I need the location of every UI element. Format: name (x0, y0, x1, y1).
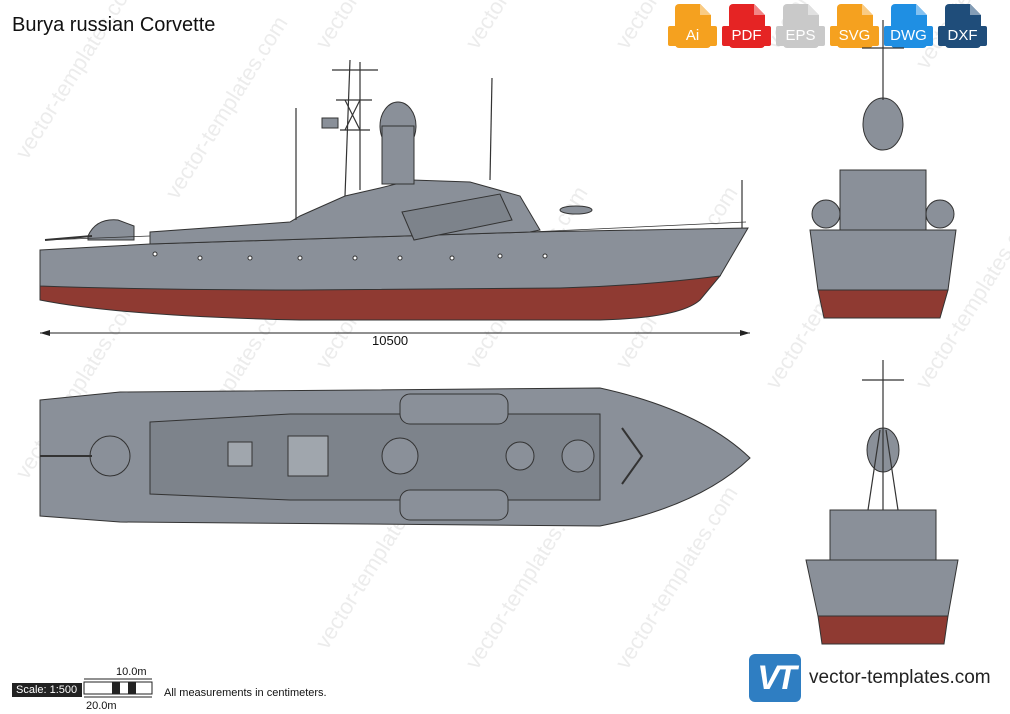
format-dwg-button[interactable]: DWG (884, 4, 933, 52)
rear-mast (862, 360, 904, 511)
rear-view (805, 360, 959, 645)
top-hatch-large (287, 435, 329, 477)
format-svg-button[interactable]: SVG (830, 4, 879, 52)
format-ai-button[interactable]: Ai (668, 4, 717, 52)
front-radar-dome (862, 97, 904, 151)
format-label: SVG (830, 26, 879, 46)
brand-text: vector-templates.com (809, 667, 991, 688)
format-label: DWG (884, 26, 933, 46)
side-hull (39, 227, 749, 291)
portholes (152, 251, 548, 261)
side-mast (295, 59, 743, 228)
format-label: EPS (776, 26, 825, 46)
scale-ten: 10.0m (116, 666, 147, 678)
length-dimension: 10500 (372, 333, 409, 348)
page-title: Burya russian Corvette (12, 14, 216, 36)
rear-superstructure (829, 509, 937, 561)
front-launcher-left (811, 199, 841, 229)
top-main-gun (89, 435, 131, 477)
side-view (39, 59, 749, 321)
scale-bar-graphic (83, 678, 153, 698)
format-eps-button[interactable]: EPS (776, 4, 825, 52)
format-dxf-button[interactable]: DXF (938, 4, 987, 52)
top-rear-radar (561, 439, 595, 473)
top-hatch (227, 441, 253, 467)
scale-twenty: 20.0m (86, 700, 117, 712)
vt-logo-icon: VT (749, 654, 801, 702)
top-chevron (621, 427, 644, 485)
front-launcher-right (925, 199, 955, 229)
top-view (39, 387, 751, 527)
side-rear-radar (559, 205, 593, 215)
top-deckhouse (149, 413, 601, 501)
side-radar-box (321, 117, 339, 129)
front-superstructure (839, 169, 927, 231)
format-label: DXF (938, 26, 987, 46)
top-launcher-right (399, 489, 509, 521)
format-label: PDF (722, 26, 771, 46)
dimension-line (40, 330, 750, 336)
front-mast (862, 20, 904, 100)
brand-logo[interactable]: VT vector-templates.com (749, 654, 991, 702)
top-radar-dome (381, 437, 419, 475)
front-hull (809, 229, 957, 291)
rear-waterline (817, 615, 949, 645)
main-gun (87, 219, 135, 241)
top-launcher-left (399, 393, 509, 425)
front-waterline (817, 289, 949, 319)
front-view (809, 20, 957, 319)
format-pdf-button[interactable]: PDF (722, 4, 771, 52)
top-ciws (505, 441, 535, 471)
radar-tower (381, 125, 415, 185)
missile-launcher (401, 193, 513, 241)
format-label: Ai (668, 26, 717, 46)
measurement-note: All measurements in centimeters. (164, 687, 327, 699)
railing (44, 221, 747, 241)
rear-hull (805, 559, 959, 617)
scale-label: Scale: 1:500 (12, 683, 82, 697)
